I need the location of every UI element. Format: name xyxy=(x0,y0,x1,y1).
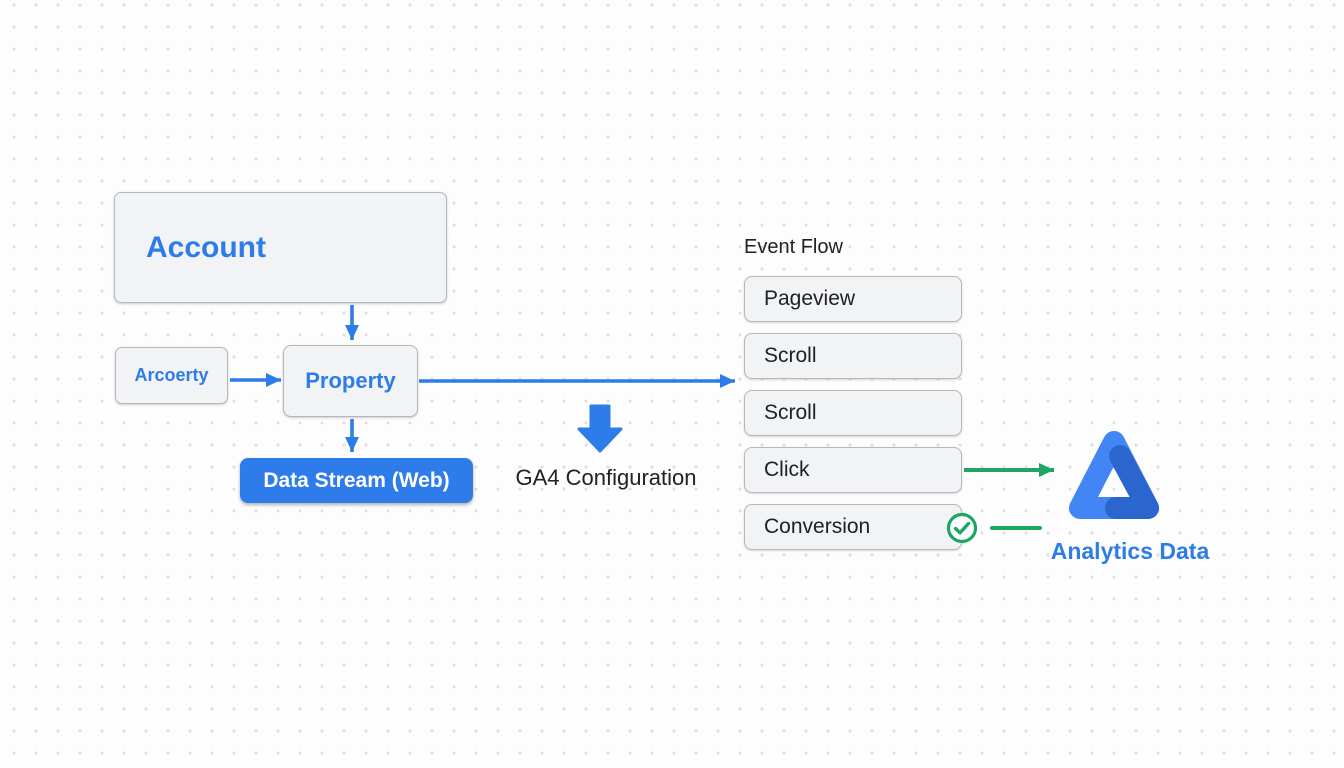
event-item-label: Click xyxy=(764,458,810,481)
event-item: Pageview xyxy=(744,276,962,322)
event-item-label: Pageview xyxy=(764,287,856,310)
ga4-configuration-label: GA4 Configuration xyxy=(515,465,697,490)
event-flow-list: Pageview Scroll Scroll Click Conversion xyxy=(744,276,962,561)
event-item-label: Scroll xyxy=(764,344,817,367)
event-item: Scroll xyxy=(744,390,962,436)
event-item-label: Conversion xyxy=(764,515,871,538)
analytics-data-label: Analytics Data xyxy=(1050,538,1210,564)
arcoerty-label: Arcoerty xyxy=(134,365,209,385)
event-item-label: Scroll xyxy=(764,401,817,424)
event-item: Click xyxy=(744,447,962,493)
event-flow-title: Event Flow xyxy=(744,236,843,258)
data-stream-label: Data Stream (Web) xyxy=(263,468,450,492)
event-item: Conversion xyxy=(744,504,962,550)
account-label: Account xyxy=(146,230,266,264)
analytics-triangle-logo xyxy=(1069,431,1159,519)
node-account: Account xyxy=(114,192,447,303)
arrow-down-icon xyxy=(577,404,623,453)
node-data-stream-web: Data Stream (Web) xyxy=(240,458,473,503)
event-item: Scroll xyxy=(744,333,962,379)
node-arcoerty: Arcoerty xyxy=(115,347,228,404)
check-circle-icon xyxy=(946,512,978,544)
property-label: Property xyxy=(305,368,396,393)
node-property: Property xyxy=(283,345,418,417)
